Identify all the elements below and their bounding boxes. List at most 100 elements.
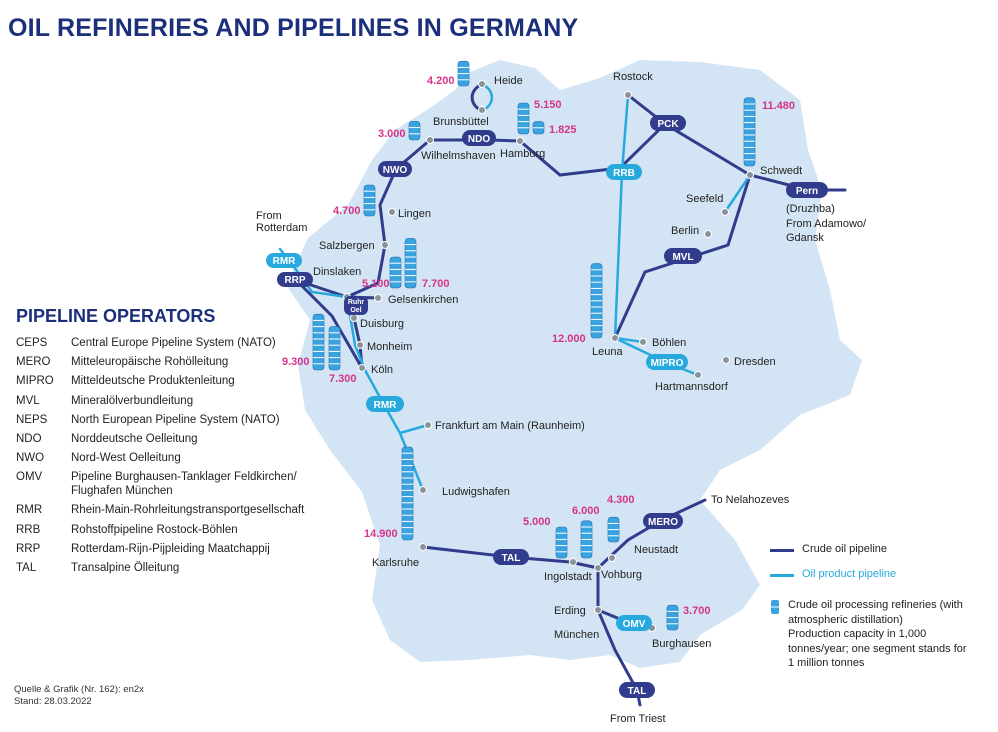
refinery-vohburg bbox=[580, 520, 593, 559]
pipeline-rrp-south bbox=[294, 278, 364, 370]
operator-name: Rotterdam-Rijn-Pijpleiding Maatchappij bbox=[71, 542, 270, 555]
legend-refinery-line5: 1 million tonnes bbox=[788, 657, 865, 669]
origin-triest: From Triest bbox=[610, 713, 666, 725]
tag-nwo: NWO bbox=[378, 161, 412, 177]
svg-text:RMR: RMR bbox=[273, 256, 297, 267]
operator-row: RRB Rohstoffpipeline Rostock-Böhlen bbox=[16, 521, 346, 540]
city-dot-dresden bbox=[722, 356, 730, 364]
operator-abbr: MIPRO bbox=[16, 375, 54, 388]
tag-tal-south: TAL bbox=[619, 682, 655, 698]
svg-text:RMR: RMR bbox=[374, 400, 398, 411]
city-label-hartmannsdorf: Hartmannsdorf bbox=[655, 381, 729, 393]
capacity-gelsenkirchen-b: 7.700 bbox=[422, 278, 450, 290]
city-label-rostock: Rostock bbox=[613, 71, 653, 83]
capacity-heide: 4.200 bbox=[427, 75, 455, 87]
operator-name: Mineralölverbundleitung bbox=[71, 394, 194, 407]
city-label-vohburg: Vohburg bbox=[601, 569, 642, 581]
legend-refinery-line4: tonnes/year; one segment stands for bbox=[788, 642, 967, 655]
operator-name: Pipeline Burghausen-Tanklager Feldkirche… bbox=[71, 470, 346, 498]
city-markers bbox=[343, 80, 754, 632]
refinery-koeln-a bbox=[312, 313, 325, 371]
operator-name: North European Pipeline System (NATO) bbox=[71, 413, 280, 426]
refinery-brunsbuettel bbox=[408, 121, 421, 141]
operator-abbr: RRB bbox=[16, 523, 41, 536]
refinery-hamburg-b bbox=[532, 121, 545, 135]
tag-mipro: MIPRO bbox=[646, 354, 688, 370]
pipeline-rmr-south bbox=[345, 295, 425, 492]
city-label-brunsbuettel: Brunsbüttel bbox=[433, 116, 489, 128]
city-dot-koeln bbox=[358, 364, 366, 372]
legend-refinery-text: Crude oil processing refineries (with at… bbox=[788, 598, 996, 671]
city-dot-berlin bbox=[704, 230, 712, 238]
refinery-koeln-b bbox=[328, 326, 341, 371]
tag-tal-west: TAL bbox=[493, 549, 529, 565]
pipeline-frankfurt bbox=[398, 423, 430, 435]
city-label-seefeld: Seefeld bbox=[686, 193, 723, 205]
refineries bbox=[312, 60, 756, 631]
operator-name: Rohstoffpipeline Rostock-Böhlen bbox=[71, 523, 238, 536]
city-label-dinslaken: Dinslaken bbox=[313, 266, 361, 278]
operator-name: Transalpine Ölleitung bbox=[71, 562, 180, 575]
city-dot-rostock bbox=[624, 91, 632, 99]
operator-name-line2: Flughafen München bbox=[71, 485, 173, 498]
city-label-monheim: Monheim bbox=[367, 341, 412, 353]
legend-product-label: Oil product pipeline bbox=[802, 568, 897, 580]
svg-text:NWO: NWO bbox=[383, 165, 408, 176]
tag-rmr-south: RMR bbox=[366, 396, 404, 412]
city-label-heide: Heide bbox=[494, 75, 523, 87]
tag-rrb: RRB bbox=[606, 164, 642, 180]
operator-abbr: OMV bbox=[16, 471, 43, 484]
refinery-neustadt bbox=[607, 516, 620, 543]
operator-abbr: NDO bbox=[16, 433, 42, 446]
city-dot-frankfurt bbox=[424, 421, 432, 429]
city-dot-karlsruhe bbox=[419, 543, 427, 551]
capacity-hamburg-b: 1.825 bbox=[549, 124, 577, 136]
legend-crude: Crude oil pipeline bbox=[770, 543, 887, 555]
city-dot-brunsbuettel bbox=[478, 106, 486, 114]
city-label-salzbergen: Salzbergen bbox=[319, 240, 375, 252]
city-label-erding: Erding bbox=[554, 605, 586, 617]
legend-refinery-line1: Crude oil processing refineries (with bbox=[788, 599, 963, 611]
legend-product: Oil product pipeline bbox=[770, 568, 896, 580]
pipeline-seefeld bbox=[723, 173, 752, 214]
capacity-labels: 4.200 3.000 5.150 1.825 11.480 4.700 5.1… bbox=[282, 75, 795, 617]
capacity-karlsruhe: 14.900 bbox=[364, 528, 398, 540]
city-dot-boehlen bbox=[639, 338, 647, 346]
capacity-schwedt: 11.480 bbox=[762, 100, 795, 112]
refinery-gelsenkirchen-a bbox=[389, 256, 402, 289]
city-dot-lingen bbox=[388, 208, 396, 216]
operators-title: PIPELINE OPERATORS bbox=[16, 306, 216, 326]
city-dot-hamburg bbox=[516, 137, 524, 145]
origin-labels: From Rotterdam (Druzhba) From Adamowo/ G… bbox=[256, 203, 867, 725]
city-dot-erding bbox=[594, 606, 602, 614]
refinery-karlsruhe bbox=[401, 446, 414, 541]
svg-text:MIPRO: MIPRO bbox=[651, 358, 684, 369]
city-label-leuna: Leuna bbox=[592, 346, 623, 358]
capacity-hamburg-a: 5.150 bbox=[534, 99, 562, 111]
refinery-gelsenkirchen-b bbox=[404, 238, 417, 289]
operator-abbr: MERO bbox=[16, 356, 51, 369]
date-line: Stand: 28.03.2022 bbox=[14, 696, 92, 707]
city-label-schwedt: Schwedt bbox=[760, 165, 802, 177]
operator-abbr: CEPS bbox=[16, 337, 48, 349]
refinery-schwedt bbox=[743, 97, 756, 167]
source-line: Quelle & Grafik (Nr. 162): en2x bbox=[14, 684, 144, 695]
capacity-vohburg: 6.000 bbox=[572, 505, 600, 517]
svg-text:MVL: MVL bbox=[672, 252, 693, 263]
operator-name-line1: Pipeline Burghausen-Tanklager Feldkirche… bbox=[71, 471, 297, 484]
city-label-karlsruhe: Karlsruhe bbox=[372, 557, 419, 569]
origin-adamowo-line1: From Adamowo/ bbox=[786, 218, 867, 230]
operator-name: Rhein-Main-Rohrleitungstransportgesellsc… bbox=[71, 504, 305, 517]
city-dot-hartmannsdorf bbox=[694, 371, 702, 379]
tag-rmr-north: RMR bbox=[266, 253, 302, 268]
legend-product-swatch bbox=[770, 574, 794, 577]
city-label-frankfurt: Frankfurt am Main (Raunheim) bbox=[435, 420, 585, 432]
